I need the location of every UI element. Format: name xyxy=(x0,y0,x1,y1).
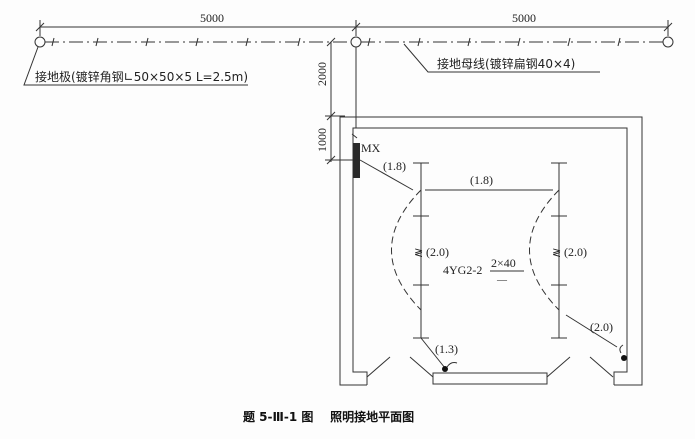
run-label-between: (1.8) xyxy=(470,173,493,187)
switch-right-icon xyxy=(621,355,627,361)
fixture-fraction-top: 2×40 xyxy=(491,256,516,270)
dim-left: 5000 xyxy=(200,11,224,25)
switch-left-icon xyxy=(442,366,448,372)
door-leaf xyxy=(366,356,391,378)
run-label-mx: (1.8) xyxy=(383,159,406,173)
figure-caption: 题 5-Ⅲ-1 图 照明接地平面图 xyxy=(243,409,414,424)
dim-2000: 2000 xyxy=(315,62,329,86)
distribution-panel xyxy=(353,143,360,178)
ground-electrode-icon xyxy=(662,36,674,48)
ground-electrode-icon xyxy=(34,36,46,48)
horizontal-dimension: 5000 5000 xyxy=(35,11,673,36)
fixture-right-height: (2.0) xyxy=(564,245,587,259)
switch-icon: ≷ xyxy=(414,247,423,259)
switch-right-height: (2.0) xyxy=(590,320,613,334)
ground-electrode-icon xyxy=(350,36,362,48)
panel-label: MX xyxy=(361,141,381,155)
fixture-fraction-bottom: — xyxy=(496,275,508,286)
switch-left-height: (1.3) xyxy=(435,342,458,356)
switch-icon: ≷ xyxy=(552,247,561,259)
fixture-spec: 4YG2-2 xyxy=(443,263,482,277)
vertical-dimension: 2000 1000 xyxy=(315,37,358,165)
fixture-right: ≷ (2.0) xyxy=(529,162,587,339)
window xyxy=(432,372,548,385)
ground-bus-line xyxy=(34,36,674,48)
dim-1000: 1000 xyxy=(315,128,329,152)
ground-electrode-label: 接地极(镀锌角钢∟50×50×5 L=2.5m) xyxy=(35,69,248,84)
room-walls xyxy=(339,116,643,386)
ground-bus-label: 接地母线(镀锌扁钢40×4) xyxy=(437,56,575,71)
fixture-left: ≷ (2.0) xyxy=(391,162,449,339)
dim-right: 5000 xyxy=(512,11,536,25)
fixture-left-height: (2.0) xyxy=(426,245,449,259)
